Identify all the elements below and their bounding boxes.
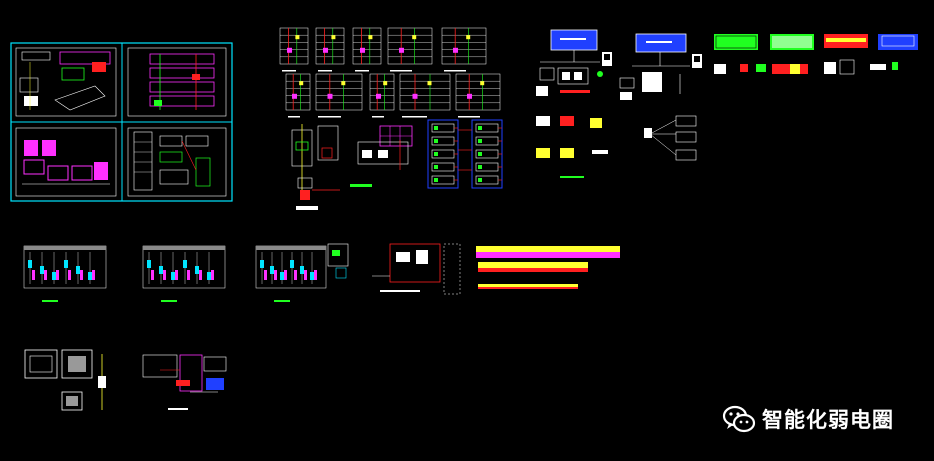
schematic-side-device [327,243,349,279]
riser-block [315,73,363,118]
watermark: 智能化弱电圈 [722,402,894,436]
detail-diagrams [291,119,503,210]
riser-block [399,73,451,118]
schematic-sheets [23,243,349,302]
wechat-icon [722,405,756,433]
riser-block [352,27,382,72]
schematic-sheet [255,245,327,302]
riser-block [315,27,345,72]
watermark-text: 智能化弱电圈 [762,408,894,432]
sheet-quad-panels [10,42,233,202]
riser-block [387,27,433,72]
schematic-sheet [142,245,226,302]
riser-block [279,27,309,72]
installation-details [24,349,227,411]
cable-tray-diagram [372,243,620,295]
riser-block [441,27,487,72]
riser-block [369,73,395,118]
riser-diagram-grid [279,27,501,118]
riser-block [455,73,501,118]
riser-block [285,73,311,118]
network-topology-diagram [536,29,918,178]
schematic-sheet [23,245,107,302]
